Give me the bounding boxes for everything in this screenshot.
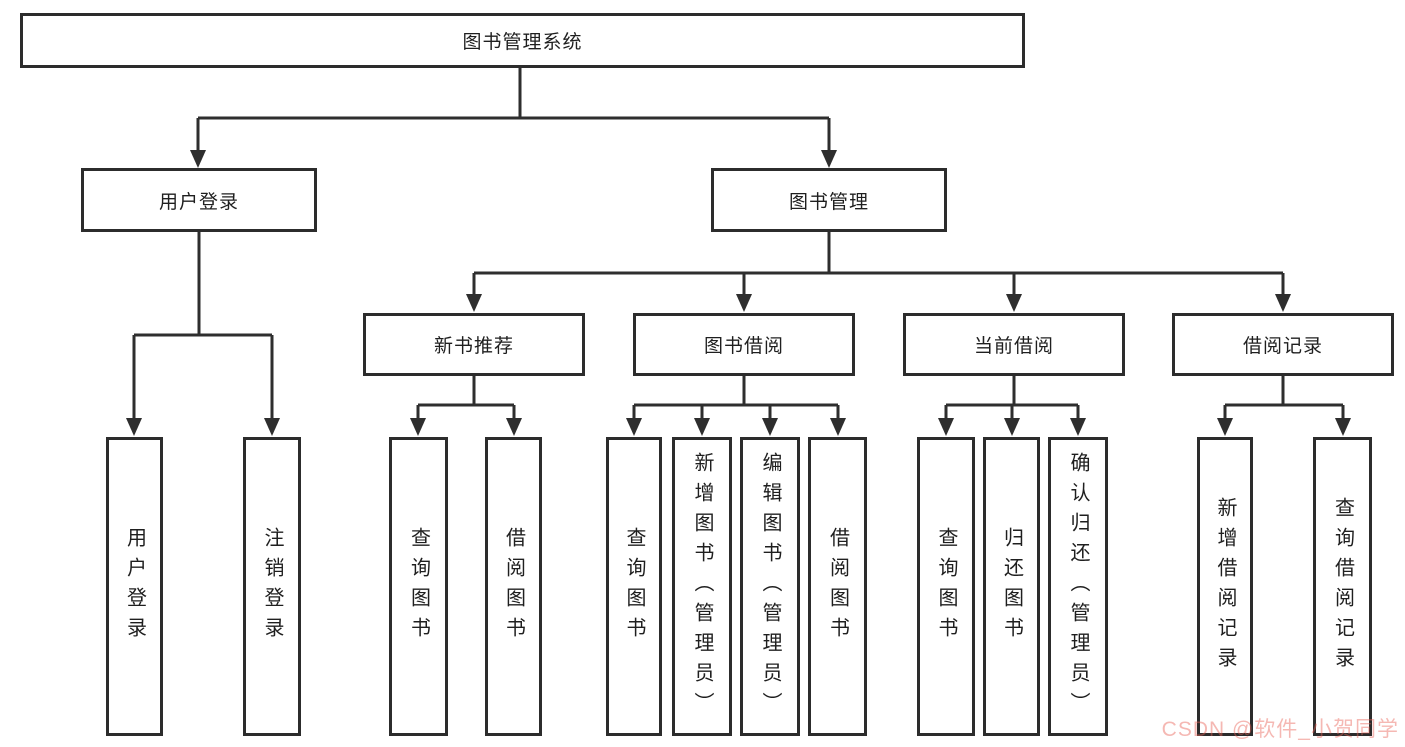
leaf-borrow-query-books: 查询图书 <box>606 437 662 736</box>
node-label: 编辑图书（管理员） <box>759 451 781 722</box>
csdn-watermark: CSDN @软件_小贺同学 <box>1161 718 1399 741</box>
node-label: 借阅记录 <box>1242 336 1323 357</box>
node-label: 借阅图书 <box>502 526 525 647</box>
node-label: 查询图书 <box>935 526 957 647</box>
leaf-records-query-borrow-record: 查询借阅记录 <box>1313 437 1372 736</box>
node-root-library-system: 图书管理系统 <box>20 13 1025 68</box>
arrow-down-icon <box>1335 418 1351 436</box>
leaf-newbook-borrow-books: 借阅图书 <box>485 437 542 736</box>
node-label: 查询图书 <box>623 526 645 647</box>
node-new-book-recommend: 新书推荐 <box>363 313 585 376</box>
arrow-down-icon <box>626 418 642 436</box>
arrow-down-icon <box>410 418 426 436</box>
arrow-down-icon <box>506 418 522 436</box>
leaf-current-return-books: 归还图书 <box>983 437 1040 736</box>
arrow-down-icon <box>821 150 837 168</box>
arrow-down-icon <box>694 418 710 436</box>
node-book-borrow: 图书借阅 <box>633 313 855 376</box>
node-book-management: 图书管理 <box>711 168 947 232</box>
node-label: 归还图书 <box>1000 526 1023 647</box>
node-label: 图书管理系统 <box>462 32 583 53</box>
node-label: 确认归还（管理员） <box>1067 451 1089 722</box>
node-label: 借阅图书 <box>826 526 849 647</box>
node-label: 用户登录 <box>123 526 146 647</box>
leaf-records-add-borrow-record: 新增借阅记录 <box>1197 437 1253 736</box>
arrow-down-icon <box>1006 294 1022 312</box>
leaf-borrow-add-books-admin: 新增图书（管理员） <box>672 437 732 736</box>
arrow-down-icon <box>126 418 142 436</box>
leaf-newbook-query-books: 查询图书 <box>389 437 448 736</box>
arrow-down-icon <box>1004 418 1020 436</box>
node-label: 图书管理 <box>788 191 869 213</box>
arrow-down-icon <box>264 418 280 436</box>
arrow-down-icon <box>736 294 752 312</box>
node-label: 新增借阅记录 <box>1214 496 1236 677</box>
node-label: 图书借阅 <box>703 336 784 357</box>
leaf-current-query-books: 查询图书 <box>917 437 975 736</box>
leaf-logout-login: 注销登录 <box>243 437 301 736</box>
node-label: 当前借阅 <box>973 336 1054 357</box>
leaf-borrow-edit-books-admin: 编辑图书（管理员） <box>740 437 800 736</box>
arrow-down-icon <box>830 418 846 436</box>
node-label: 新增图书（管理员） <box>691 451 713 722</box>
node-label: 注销登录 <box>261 526 283 647</box>
leaf-current-confirm-return-admin: 确认归还（管理员） <box>1048 437 1108 736</box>
arrow-down-icon <box>466 294 482 312</box>
arrow-down-icon <box>762 418 778 436</box>
node-borrow-records: 借阅记录 <box>1172 313 1394 376</box>
node-label: 查询借阅记录 <box>1331 496 1354 677</box>
node-user-login: 用户登录 <box>81 168 317 232</box>
leaf-user-login: 用户登录 <box>106 437 163 736</box>
node-label: 新书推荐 <box>433 336 514 357</box>
arrow-down-icon <box>1275 294 1291 312</box>
node-current-borrow: 当前借阅 <box>903 313 1125 376</box>
node-label: 查询图书 <box>407 526 430 647</box>
node-label: 用户登录 <box>158 191 239 213</box>
arrow-down-icon <box>938 418 954 436</box>
leaf-borrow-borrow-books: 借阅图书 <box>808 437 867 736</box>
arrow-down-icon <box>1070 418 1086 436</box>
arrow-down-icon <box>1217 418 1233 436</box>
arrow-down-icon <box>190 150 206 168</box>
